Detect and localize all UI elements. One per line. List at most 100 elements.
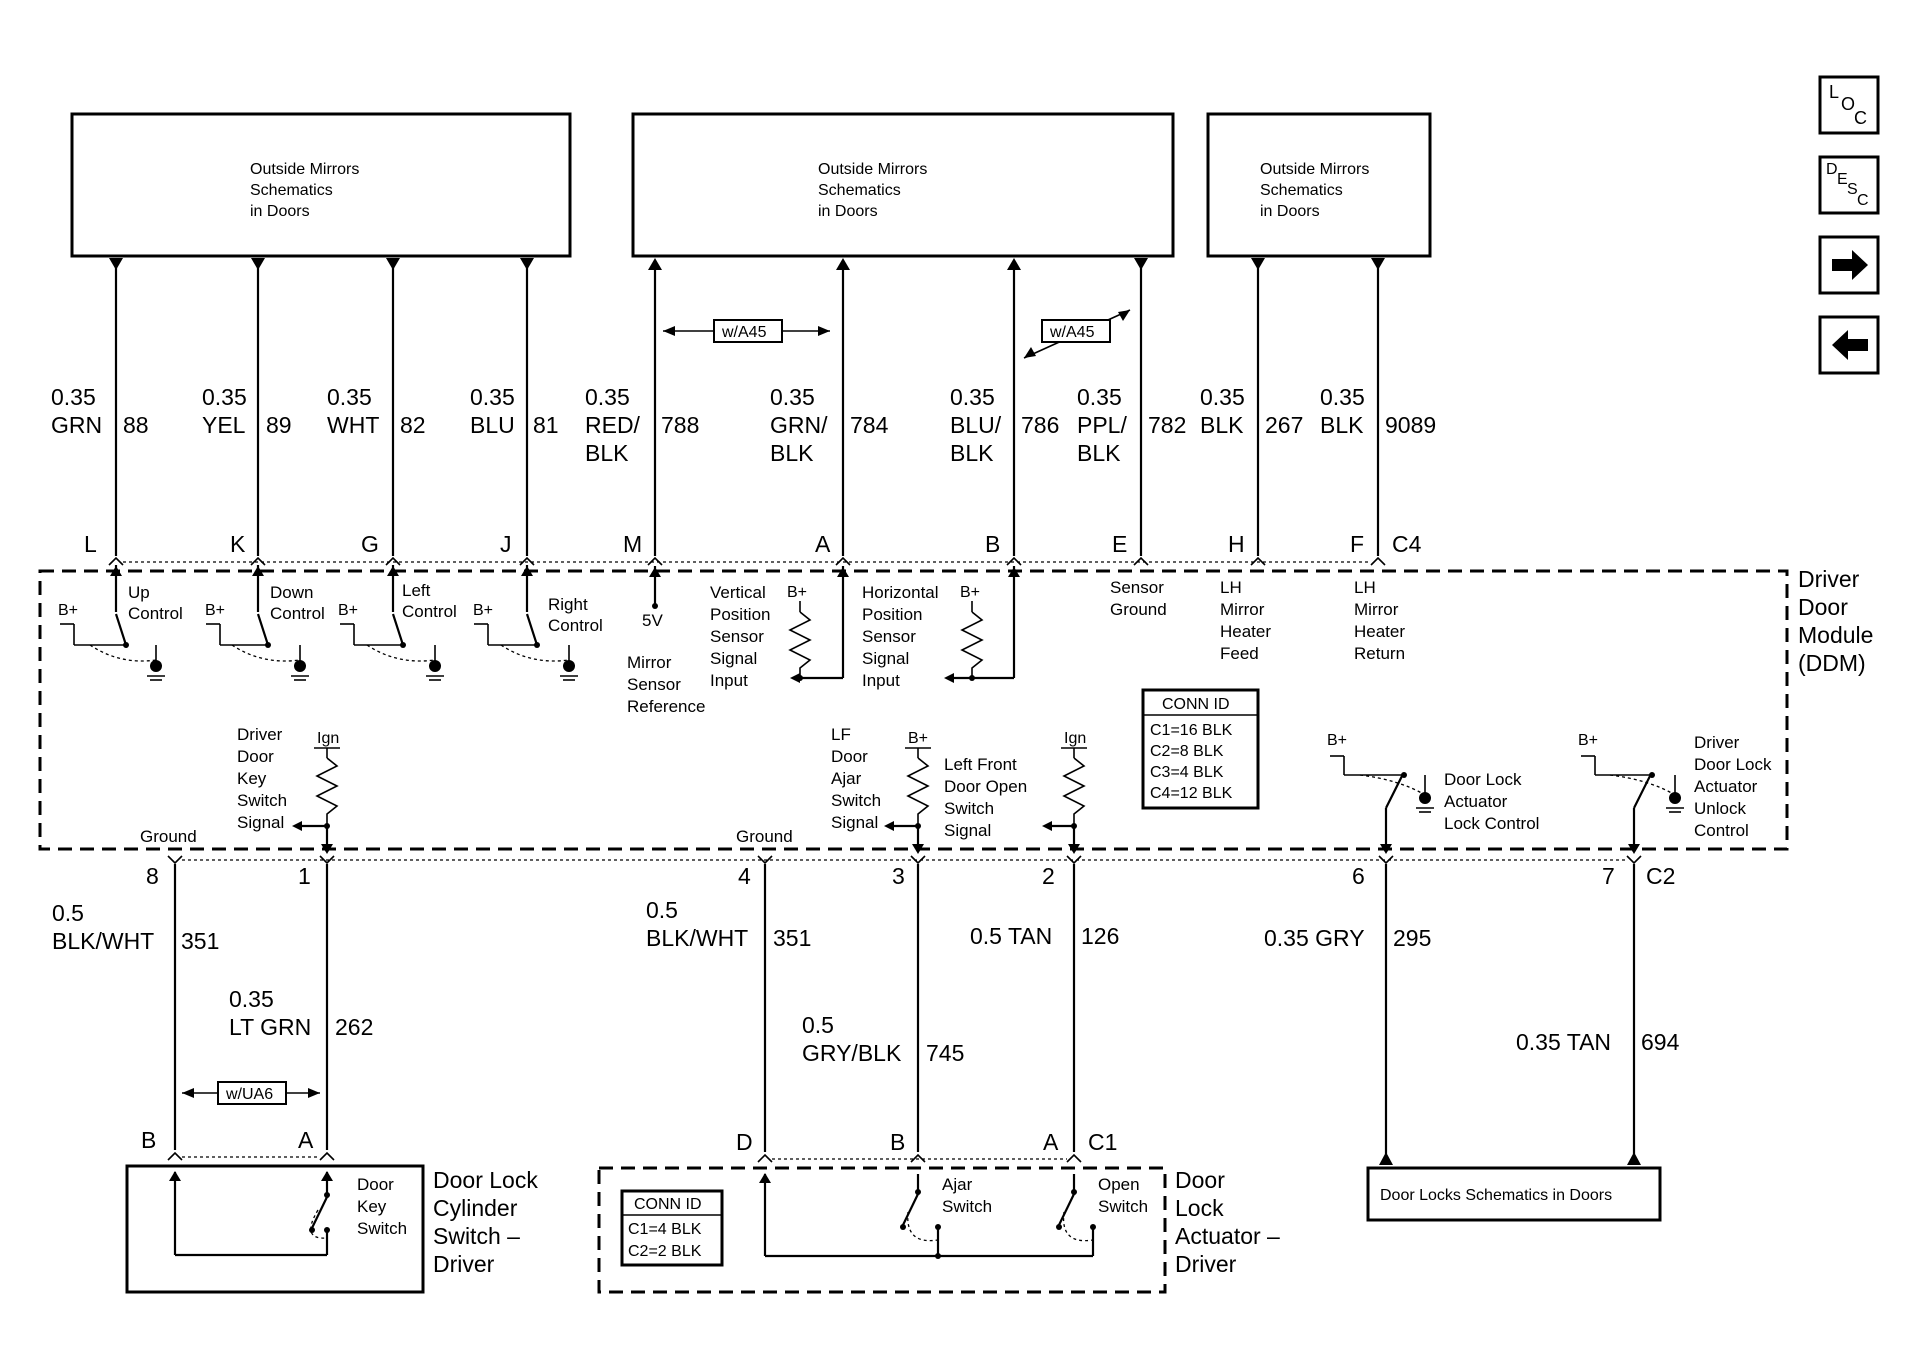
door-locks-schematic-box: Door Locks Schematics in Doors xyxy=(1366,1166,1662,1222)
vertical-1: Vertical xyxy=(710,583,766,602)
ddm-box: Driver Door Module (DDM) xyxy=(38,566,1873,851)
actuator-connector-c1: C1 xyxy=(1088,1129,1117,1155)
open-signal-3: Switch xyxy=(944,799,994,818)
bottom-pin-3: 3 xyxy=(892,863,905,889)
wire-786-size: 0.35 xyxy=(950,384,995,410)
down-label-2: Control xyxy=(270,604,325,623)
bplus-label: B+ xyxy=(58,602,78,619)
left-label-1: Left xyxy=(402,581,431,600)
left-label-2: Control xyxy=(402,602,457,621)
ddm-label-1: Driver xyxy=(1798,566,1860,592)
bwire-295-circuit: 295 xyxy=(1393,925,1431,951)
open-switch-1: Open xyxy=(1098,1175,1140,1194)
down-control-switch: B+ Down Control xyxy=(205,565,325,681)
ajar-signal-3: Ajar xyxy=(831,769,862,788)
horizontal-1: Horizontal xyxy=(862,583,939,602)
horizontal-3: Sensor xyxy=(862,627,916,646)
pin-A: A xyxy=(815,531,831,557)
vertical-2: Position xyxy=(710,605,770,624)
ddm-label-4: (DDM) xyxy=(1798,650,1866,676)
open-signal-2: Door Open xyxy=(944,777,1027,796)
horizontal-4: Signal xyxy=(862,649,909,668)
top-pin-letters: L K G J M A B E H F C4 xyxy=(84,531,1422,557)
wire-786-circuit: 786 xyxy=(1021,412,1059,438)
bwire-126-circuit: 126 xyxy=(1081,923,1119,949)
wire-267-size: 0.35 xyxy=(1200,384,1245,410)
nav-desc-button[interactable]: D E S C xyxy=(1818,155,1880,215)
option-ua6: w/UA6 xyxy=(182,1081,320,1105)
wire-81-size: 0.35 xyxy=(470,384,515,410)
wire-9089-size: 0.35 xyxy=(1320,384,1365,410)
bottom-pin-1: 1 xyxy=(298,863,311,889)
cylinder-name-1: Door Lock xyxy=(433,1167,538,1193)
ajar-signal-2: Door xyxy=(831,747,868,766)
bplus-label: B+ xyxy=(473,602,493,619)
ajar-switch-2: Switch xyxy=(942,1197,992,1216)
actuator-pin-a: A xyxy=(1043,1129,1059,1155)
bplus-label: B+ xyxy=(787,584,807,601)
mirrors-left-line3: in Doors xyxy=(250,203,310,220)
mirror-control-switches: B+ Up Control B+ xyxy=(58,565,603,681)
ddm-label-2: Door xyxy=(1798,594,1848,620)
actuator-conn-id-title: CONN ID xyxy=(634,1196,702,1213)
key-signal-1: Driver xyxy=(237,725,283,744)
bwire-351b-size: 0.5 xyxy=(646,897,678,923)
wire-89-size: 0.35 xyxy=(202,384,247,410)
bwire-694-size: 0.35 TAN xyxy=(1516,1029,1611,1055)
heater-feed-1: LH xyxy=(1220,578,1242,597)
connector-c4: C4 xyxy=(1392,531,1422,557)
top-wire-labels: 0.35 GRN 88 0.35 YEL 89 0.35 WHT 82 0.35… xyxy=(51,384,1436,466)
ajar-signal-1: LF xyxy=(831,725,851,744)
open-switch-2: Switch xyxy=(1098,1197,1148,1216)
heater-return-4: Return xyxy=(1354,644,1405,663)
heater-return-1: LH xyxy=(1354,578,1376,597)
pin-G: G xyxy=(361,531,379,557)
lock-control-2: Actuator xyxy=(1444,792,1508,811)
wire-788-circuit: 788 xyxy=(661,412,699,438)
nav-prev-button[interactable] xyxy=(1818,315,1880,375)
wire-88-circuit: 88 xyxy=(123,412,149,438)
lock-actuator-relays: B+ Door Lock Actuator Lock Control B+ Dr… xyxy=(1327,732,1772,854)
pin-J: J xyxy=(500,531,512,557)
key-signal-4: Switch xyxy=(237,791,287,810)
wire-267-color: BLK xyxy=(1200,412,1244,438)
wire-786-color: BLU/ xyxy=(950,412,1002,438)
actuator-pin-b: B xyxy=(890,1129,905,1155)
five-v-label: 5V xyxy=(642,611,663,630)
nav-desc-d: D xyxy=(1826,161,1838,178)
open-signal-4: Signal xyxy=(944,821,991,840)
nav-next-button[interactable] xyxy=(1818,235,1880,295)
ddm-conn-id-row-3: C3=4 BLK xyxy=(1150,764,1224,781)
wire-788-color: RED/ xyxy=(585,412,641,438)
right-control-switch: B+ Right Control xyxy=(473,565,603,681)
sensor-ground-2: Ground xyxy=(1110,600,1167,619)
nav-loc-c: C xyxy=(1854,108,1867,128)
unlock-control-3: Actuator xyxy=(1694,777,1758,796)
up-label-2: Control xyxy=(128,604,183,623)
bplus-label: B+ xyxy=(908,730,928,747)
wire-82-circuit: 82 xyxy=(400,412,426,438)
option-a45-right: w/A45 xyxy=(1023,309,1131,359)
unlock-control-4: Unlock xyxy=(1694,799,1746,818)
ground-label-mid: Ground xyxy=(736,827,793,846)
vertical-4: Signal xyxy=(710,649,757,668)
mirror-sensor-circuits: 5V Mirror Sensor Reference B+ Vertical P… xyxy=(627,566,1405,716)
wire-782-circuit: 782 xyxy=(1148,412,1186,438)
actuator-pin-d: D xyxy=(736,1129,753,1155)
mirrors-box-mid: Outside Mirrors Schematics in Doors xyxy=(631,112,1175,258)
pin-B: B xyxy=(985,531,1000,557)
wire-784-circuit: 784 xyxy=(850,412,889,438)
pin-K: K xyxy=(230,531,246,557)
nav-loc-o: O xyxy=(1841,94,1855,114)
wire-81-circuit: 81 xyxy=(533,412,559,438)
nav-loc-button[interactable]: L O C xyxy=(1818,75,1880,135)
key-signal-5: Signal xyxy=(237,813,284,832)
mirrors-right-line1: Outside Mirrors xyxy=(1260,161,1369,178)
bottom-pin-4: 4 xyxy=(738,863,751,889)
mirror-ref-3: Reference xyxy=(627,697,705,716)
wire-9089-circuit: 9089 xyxy=(1385,412,1436,438)
mirrors-mid-line3: in Doors xyxy=(818,203,878,220)
ddm-conn-id-title: CONN ID xyxy=(1162,696,1230,713)
ajar-signal-4: Switch xyxy=(831,791,881,810)
bwire-351b-circuit: 351 xyxy=(773,925,811,951)
